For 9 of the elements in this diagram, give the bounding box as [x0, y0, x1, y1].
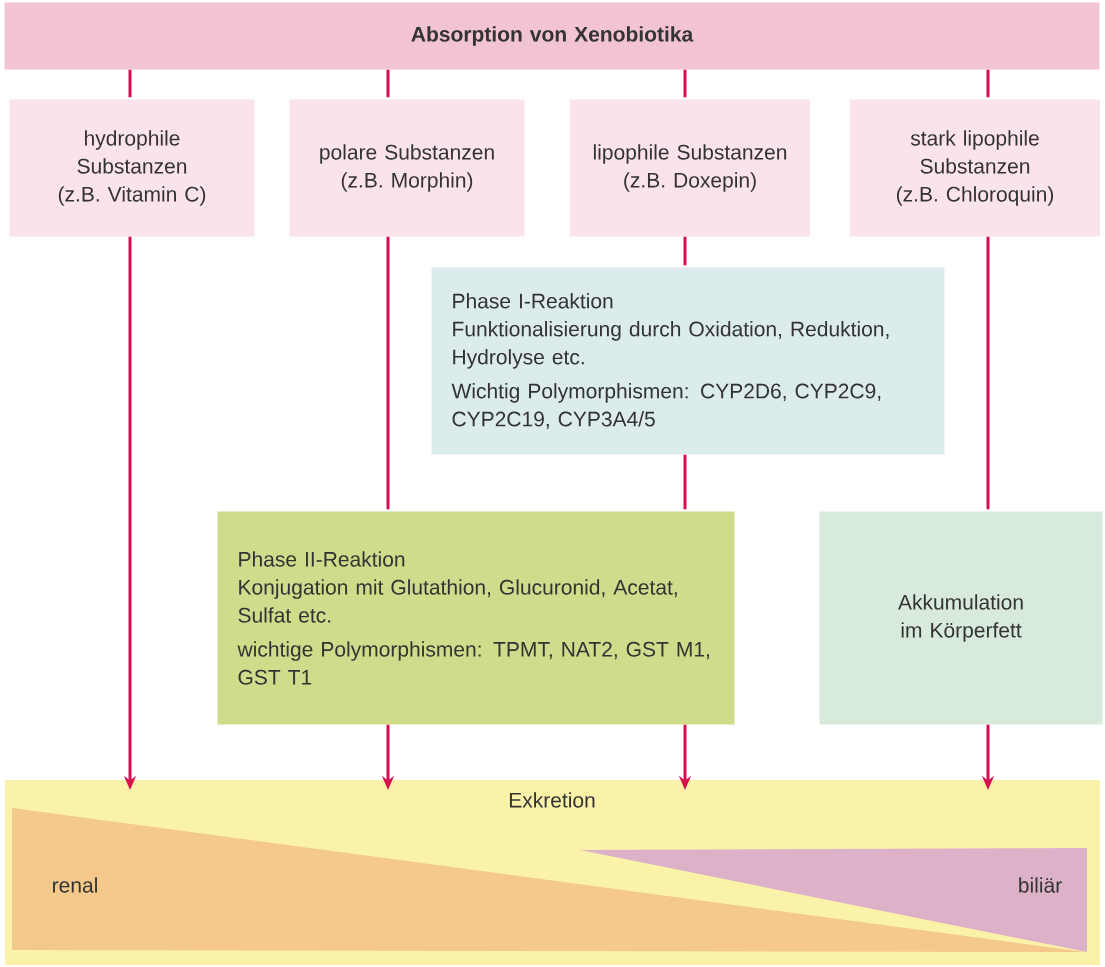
- process-box: Akkumulation im Körperfett: [819, 511, 1103, 725]
- title-band: Absorption von Xenobiotika: [4, 2, 1100, 70]
- process-box: Phase I-Reaktion Funktionalisierung durch Oxidation, Reduktion, Hydrolyse etc. Wichtig Polymorphismen: CYP2D6, CYP2C9, CYP2C19, CYP3A4/5: [431, 267, 945, 455]
- biliary-wedge: biliär: [580, 848, 1087, 952]
- category-box: stark lipophile Substanzen (z.B. Chloroquin): [850, 99, 1100, 237]
- process-box: Phase II-Reaktion Konjugation mit Glutathion, Glucuronid, Acetat, Sulfat etc. wichtige Polymorphismen: TPMT, NAT2, GST M1, GST T1: [217, 511, 735, 725]
- category-box: lipophile Substanzen (z.B. Doxepin): [570, 99, 810, 237]
- category-box: polare Substanzen (z.B. Morphin): [289, 99, 525, 237]
- category-box: hydrophile Substanzen (z.B. Vitamin C): [9, 99, 255, 237]
